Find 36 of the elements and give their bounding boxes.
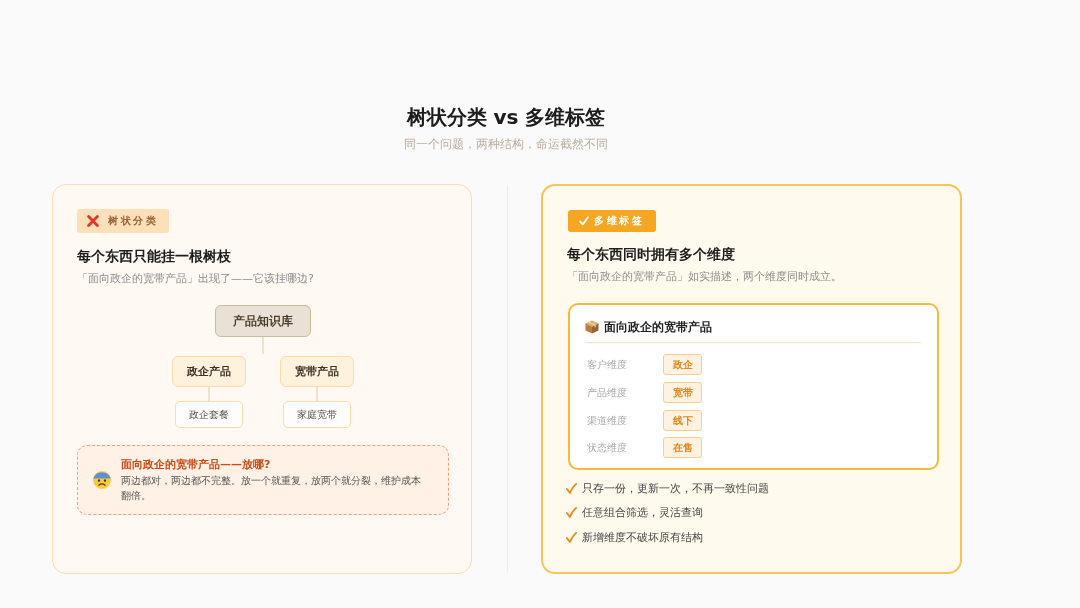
- connector-line: [316, 386, 318, 402]
- tag-chip: 线下: [663, 410, 702, 431]
- connector-line: [208, 386, 210, 402]
- panel-heading: 每个东西同时拥有多个维度: [567, 245, 735, 264]
- panel-heading: 每个东西只能挂一根树枝: [77, 247, 231, 266]
- panel-card: [541, 184, 962, 574]
- connector-line: [262, 336, 264, 355]
- tag-chip: 宽带: [663, 382, 702, 403]
- dimension-label: 渠道维度: [587, 414, 627, 428]
- tree-node-box: 政企套餐: [175, 401, 243, 428]
- benefit-text: 新增维度不破坏原有结构: [582, 530, 703, 546]
- category-title: 多维标签: [594, 214, 644, 228]
- panel-description: 「面向政企的宽带产品」出现了——它该挂哪边?: [77, 271, 314, 287]
- benefit-text: 只存一份，更新一次，不再一致性问题: [582, 481, 769, 497]
- product-card: [568, 303, 939, 470]
- warning-text: 两边都对，两边都不完整。放一个就重复，放两个就分裂，维护成本翻倍。: [121, 474, 422, 503]
- tree-node-box: 宽带产品: [280, 356, 354, 387]
- category-badge: [568, 210, 656, 232]
- warning-title: 面向政企的宽带产品——放哪?: [121, 457, 271, 472]
- dimension-label: 状态维度: [587, 441, 627, 455]
- dimension-label: 产品维度: [587, 386, 627, 400]
- panel-card: [52, 184, 472, 574]
- panel-description: 「面向政企的宽带产品」如实描述，两个维度同时成立。: [567, 269, 842, 285]
- tree-node-box: 家庭宽带: [283, 401, 351, 428]
- warning-box: [77, 445, 449, 515]
- card-title: 面向政企的宽带产品: [604, 319, 712, 335]
- benefit-text: 任意组合筛选，灵活查询: [582, 505, 703, 521]
- category-badge: [77, 209, 169, 233]
- tree-node-box: 政企产品: [172, 356, 246, 387]
- tag-chip: 政企: [663, 354, 702, 375]
- dimension-label: 客户维度: [587, 358, 627, 372]
- page-title: 树状分类 vs 多维标签: [406, 104, 606, 130]
- tree-node-box: 产品知识库: [215, 305, 311, 337]
- tag-chip: 在售: [663, 437, 702, 458]
- category-title: 树状分类: [108, 214, 158, 228]
- subtitle-text: 同一个问题，两种结构，命运截然不同: [404, 136, 608, 152]
